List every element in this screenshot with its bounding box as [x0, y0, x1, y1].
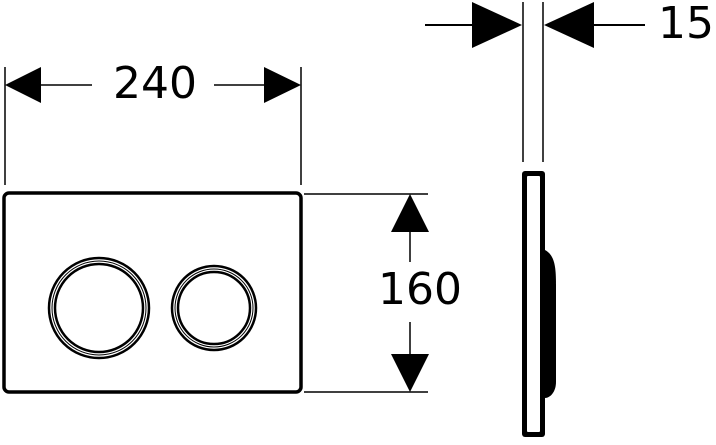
height-dimension: 160: [304, 193, 462, 393]
depth-arrow-right: [544, 2, 594, 48]
small-flush-button: [170, 264, 258, 352]
side-view: [522, 2, 556, 437]
depth-dimension: 15: [425, 0, 714, 49]
large-flush-button: [47, 256, 151, 360]
width-arrow-right: [264, 67, 301, 103]
width-arrow-left: [5, 67, 41, 103]
front-view: [2, 191, 303, 394]
width-dimension: 240: [4, 58, 302, 185]
height-arrow-bottom: [391, 354, 429, 392]
width-label: 240: [113, 58, 197, 109]
depth-arrow-left: [472, 2, 522, 48]
depth-label: 15: [658, 0, 714, 49]
height-arrow-top: [391, 194, 429, 232]
height-label: 160: [378, 264, 462, 315]
flush-plate-outline: [2, 191, 303, 394]
button-side-bulge: [545, 250, 556, 398]
